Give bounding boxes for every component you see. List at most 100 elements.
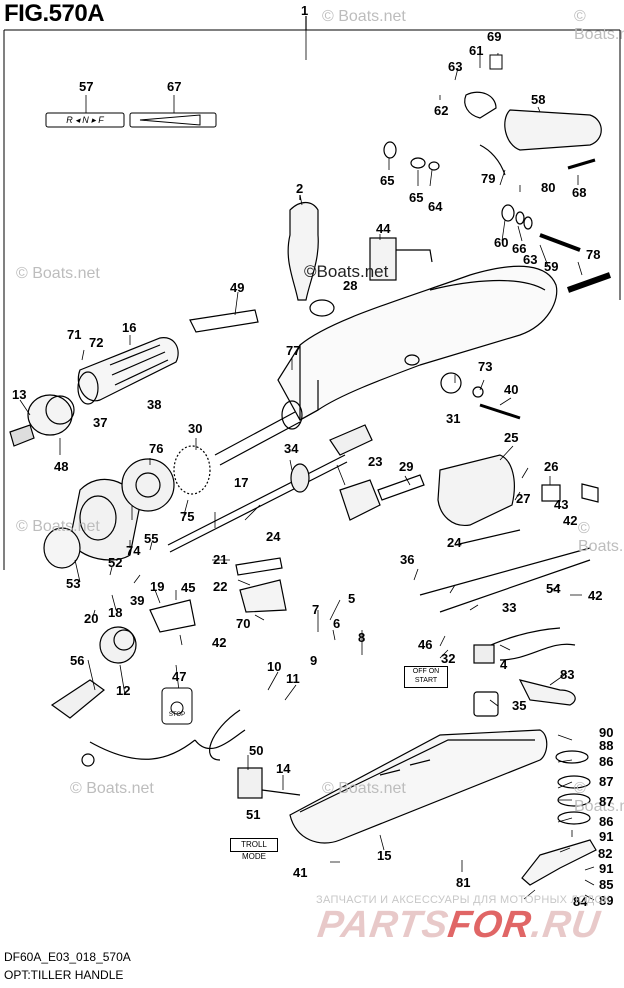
callout-42c: 42	[588, 588, 603, 603]
callout-47: 47	[172, 669, 187, 684]
callout-72: 72	[89, 335, 104, 350]
callout-83: 83	[560, 667, 575, 682]
callout-78: 78	[586, 247, 601, 262]
assembly-bracket	[3, 29, 621, 570]
callout-81: 81	[456, 875, 471, 890]
callout-75: 75	[180, 509, 195, 524]
watermark: © Boats.net	[322, 780, 406, 797]
callout-42a: 42	[212, 635, 227, 650]
callout-52: 52	[108, 555, 123, 570]
callout-17: 17	[234, 475, 249, 490]
advert-logo-mid: FOR	[445, 904, 535, 946]
callout-5: 5	[348, 591, 356, 606]
watermark: © Boats.net	[322, 8, 406, 25]
callout-31: 31	[446, 411, 461, 426]
callout-41: 41	[293, 865, 308, 880]
callout-37: 37	[93, 415, 108, 430]
callout-84: 84	[573, 894, 588, 909]
callout-64: 64	[428, 199, 443, 214]
callout-8: 8	[358, 630, 366, 645]
callout-7: 7	[312, 602, 320, 617]
steering-bracket	[504, 109, 602, 151]
callout-65b: 65	[409, 190, 424, 205]
advert-tagline: ЗАПЧАСТИ И АКСЕССУАРЫ ДЛЯ МОТОРНЫХ ЛОДОК	[316, 894, 611, 906]
callout-86b: 86	[599, 814, 614, 829]
callout-57: 57	[79, 79, 94, 94]
watermark: © Boats.net	[16, 265, 100, 282]
callout-56: 56	[70, 653, 85, 668]
callout-86a: 86	[599, 754, 614, 769]
callout-28: 28	[343, 278, 358, 293]
callout-32: 32	[441, 651, 456, 666]
callout-50: 50	[249, 743, 264, 758]
callout-16: 16	[122, 320, 137, 335]
callout-54: 54	[546, 581, 561, 596]
callout-9: 9	[310, 653, 318, 668]
callout-20: 20	[84, 611, 99, 626]
callout-51: 51	[246, 807, 261, 822]
callout-33: 33	[502, 600, 517, 615]
callout-25: 25	[504, 430, 519, 445]
callout-91b: 91	[599, 861, 614, 876]
callout-66: 66	[512, 241, 527, 256]
callout-58: 58	[531, 92, 546, 107]
callout-63b: 63	[523, 252, 538, 267]
tiller-arm	[277, 265, 558, 421]
callout-80: 80	[541, 180, 556, 195]
watermark: © Boats.net	[16, 518, 100, 535]
callout-88: 88	[599, 738, 614, 753]
callout-62: 62	[434, 103, 449, 118]
callout-87a: 87	[599, 774, 614, 789]
callout-60: 60	[494, 235, 509, 250]
callout-12: 12	[116, 683, 131, 698]
callout-65a: 65	[380, 173, 395, 188]
callout-55: 55	[144, 531, 159, 546]
callout-29: 29	[399, 459, 414, 474]
ignition-switch	[437, 454, 515, 527]
callout-24b: 24	[447, 535, 462, 550]
callout-45: 45	[181, 580, 196, 595]
callout-2: 2	[296, 181, 304, 196]
switch-plate-label: OFF ON START	[404, 666, 448, 688]
watermark: © Boats.net	[70, 780, 154, 797]
callout-79: 79	[481, 171, 496, 186]
callout-59: 59	[544, 259, 559, 274]
callout-4: 4	[500, 657, 508, 672]
lower-housing	[289, 729, 548, 844]
callout-23: 23	[368, 454, 383, 469]
throttle-cable	[419, 547, 591, 596]
callout-38: 38	[147, 397, 162, 412]
callout-74: 74	[126, 543, 141, 558]
callout-19: 19	[150, 579, 165, 594]
callout-90: 90	[599, 725, 614, 740]
troll-mode-label: TROLL MODE	[230, 838, 278, 861]
bolt-78	[566, 272, 612, 293]
shift-plate-label: R ◂ N ▸ F	[66, 115, 104, 125]
callout-36: 36	[400, 552, 415, 567]
lanyard-coil	[194, 709, 246, 761]
watermark: © Boats.net	[578, 520, 624, 555]
callout-53: 53	[66, 576, 81, 591]
callout-14: 14	[276, 761, 291, 776]
callout-48: 48	[54, 459, 69, 474]
callout-77: 77	[286, 343, 301, 358]
callout-26: 26	[544, 459, 559, 474]
advert-logo: PARTSFOR.RU	[315, 904, 603, 947]
callout-68: 68	[572, 185, 587, 200]
callout-10: 10	[267, 659, 282, 674]
callout-82: 82	[598, 846, 613, 861]
advert-logo-right: .RU	[528, 904, 603, 946]
callout-49: 49	[230, 280, 245, 295]
watermark: © Boats.net	[574, 780, 624, 815]
callout-1: 1	[301, 3, 309, 18]
callout-67: 67	[167, 79, 182, 94]
callout-30: 30	[188, 421, 203, 436]
figure-title: FIG.570A	[4, 0, 105, 27]
steering-lever	[521, 839, 597, 886]
option-label: OPT:TILLER HANDLE	[4, 968, 124, 982]
callout-35: 35	[512, 698, 527, 713]
callout-46: 46	[418, 637, 433, 652]
shift-knob	[287, 201, 319, 301]
callout-21: 21	[213, 552, 228, 567]
callout-15: 15	[377, 848, 392, 863]
